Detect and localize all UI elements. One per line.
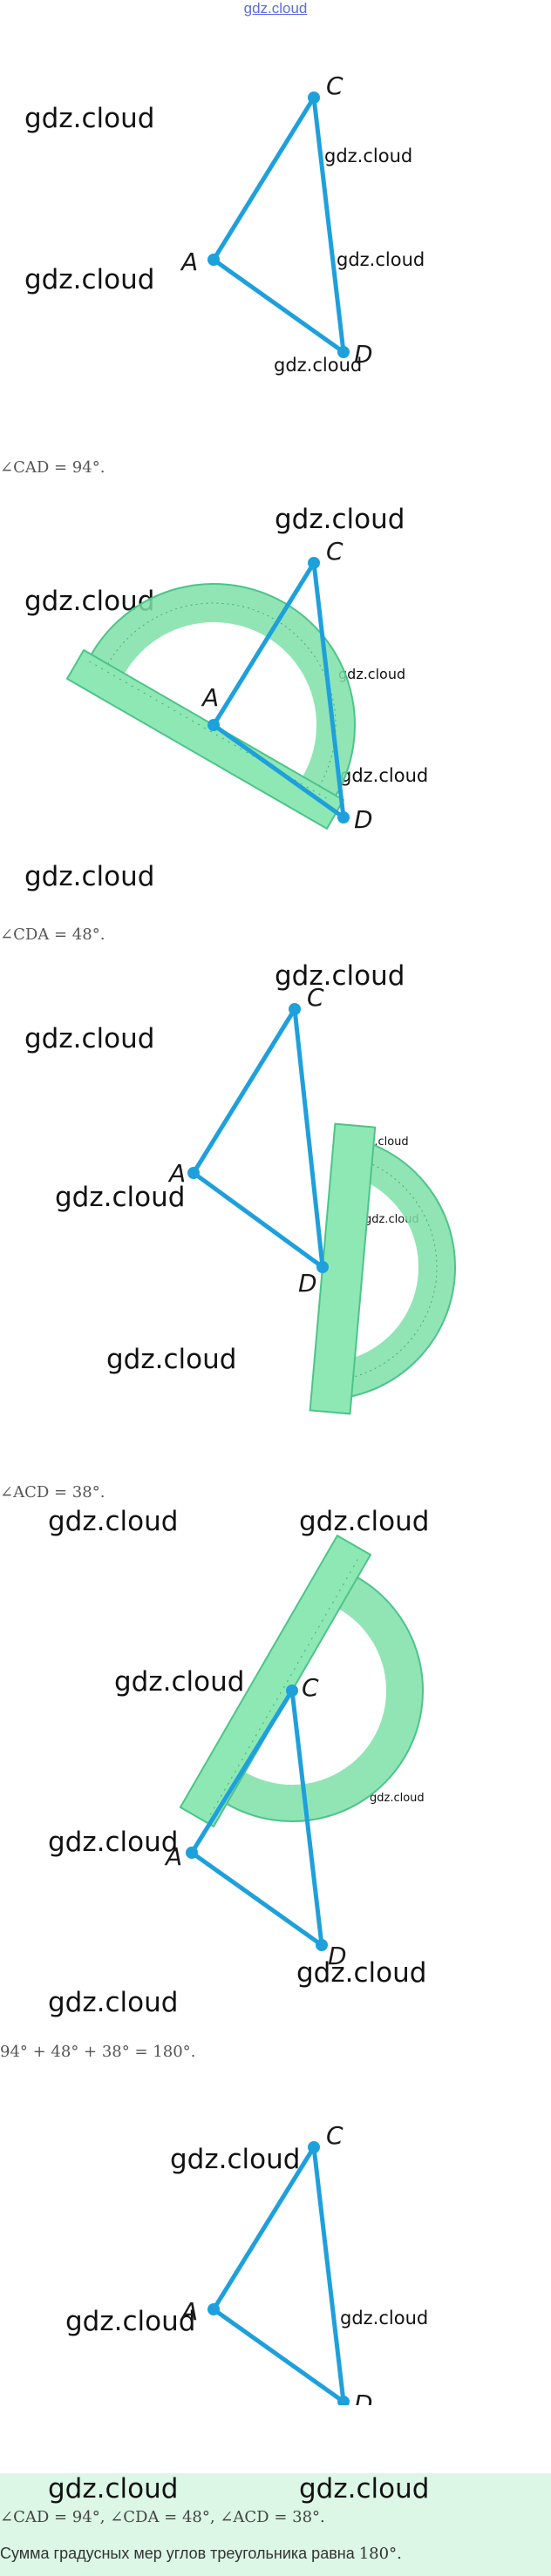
vertex-a-point xyxy=(207,254,220,266)
watermark: gdz.cloud xyxy=(299,1506,430,1537)
watermark: gdz.cloud xyxy=(338,666,406,682)
summary-block: gdz.cloud gdz.cloud ∠CAD = 94°, ∠CDA = 4… xyxy=(0,2473,551,2576)
watermark: gdz.cloud xyxy=(275,960,405,992)
vertex-c-label: C xyxy=(302,1673,319,1702)
protractor-figure-cad: A C D xyxy=(65,537,373,834)
protractor xyxy=(65,583,356,830)
watermark: gdz.cloud xyxy=(48,2473,179,2505)
watermark: gdz.cloud xyxy=(170,2144,301,2175)
vertex-a-label: A xyxy=(167,1159,186,1188)
step-angle-acd: ∠ACD = 38°. xyxy=(0,1483,105,1502)
site-link[interactable]: gdz.cloud xyxy=(243,0,308,17)
protractor xyxy=(309,1122,456,1415)
vertex-d-label: D xyxy=(298,1269,317,1298)
watermark: gdz.cloud xyxy=(370,1792,425,1805)
watermark: gdz.cloud xyxy=(106,1344,237,1375)
watermark: gdz.cloud xyxy=(24,264,155,295)
vertex-a-label: A xyxy=(201,683,219,712)
vertex-d-label: D xyxy=(328,1942,347,1969)
vertex-c-label: C xyxy=(326,2121,344,2150)
triangle xyxy=(187,1003,329,1273)
watermark: gdz.cloud xyxy=(48,1506,179,1537)
watermark: gdz.cloud xyxy=(65,2306,196,2337)
vertex-a-label: A xyxy=(180,247,198,276)
triangle xyxy=(207,92,350,358)
watermark: gdz.cloud xyxy=(114,1666,245,1698)
vertex-a-label: A xyxy=(164,1842,182,1871)
step-angle-cad: ∠CAD = 94°. xyxy=(0,458,105,477)
watermark: gdz.cloud xyxy=(24,103,155,134)
summary-conclusion-value: 180°. xyxy=(358,2545,402,2563)
protractor-figure-acd: A C D xyxy=(164,1534,424,1969)
triangle xyxy=(207,557,350,824)
watermark: gdz.cloud xyxy=(24,861,155,892)
protractor xyxy=(179,1534,424,1828)
step-angle-sum: 94° + 48° + 38° = 180°. xyxy=(0,2043,196,2061)
watermark: gdz.cloud xyxy=(337,249,425,270)
watermark: gdz.cloud xyxy=(324,146,413,166)
protractor-figure-cda: A C D xyxy=(167,985,456,1415)
watermark: gdz.cloud xyxy=(48,1827,179,1858)
summary-angles: ∠CAD = 94°, ∠CDA = 48°, ∠ACD = 38°. xyxy=(0,2508,325,2526)
watermark: gdz.cloud xyxy=(275,504,405,535)
summary-conclusion: Сумма градусных мер углов треугольника р… xyxy=(0,2545,402,2563)
vertex-a-label: A xyxy=(180,2297,198,2326)
watermark: gdz.cloud xyxy=(48,1987,179,2018)
vertex-c-label: C xyxy=(326,71,344,100)
watermark: gdz.cloud xyxy=(299,2473,430,2505)
watermark: gdz.cloud xyxy=(340,2308,429,2329)
vertex-d-point xyxy=(337,346,350,358)
watermark: gdz.cloud xyxy=(274,355,363,376)
watermark: gdz.cloud xyxy=(55,1182,186,1213)
watermark: gdz.cloud xyxy=(24,1023,155,1054)
triangle xyxy=(207,2141,350,2405)
vertex-c-label: C xyxy=(326,537,344,566)
vertex-d-label: D xyxy=(354,340,373,369)
vertex-c-label: C xyxy=(307,985,324,1012)
summary-conclusion-text: Сумма градусных мер углов треугольника р… xyxy=(0,2545,355,2562)
header: gdz.cloud xyxy=(0,0,551,19)
triangle-figure-2: A C D xyxy=(180,2121,373,2405)
vertex-c-point xyxy=(308,92,320,104)
triangle-figure-1: A C D xyxy=(180,71,373,369)
step-angle-cda: ∠CDA = 48°. xyxy=(0,925,105,944)
watermark: gdz.cloud xyxy=(296,1957,427,1989)
watermark: gdz.cloud xyxy=(340,765,429,786)
triangle xyxy=(186,1685,328,1951)
vertex-d-label: D xyxy=(354,805,373,834)
vertex-d-label: D xyxy=(354,2390,373,2405)
